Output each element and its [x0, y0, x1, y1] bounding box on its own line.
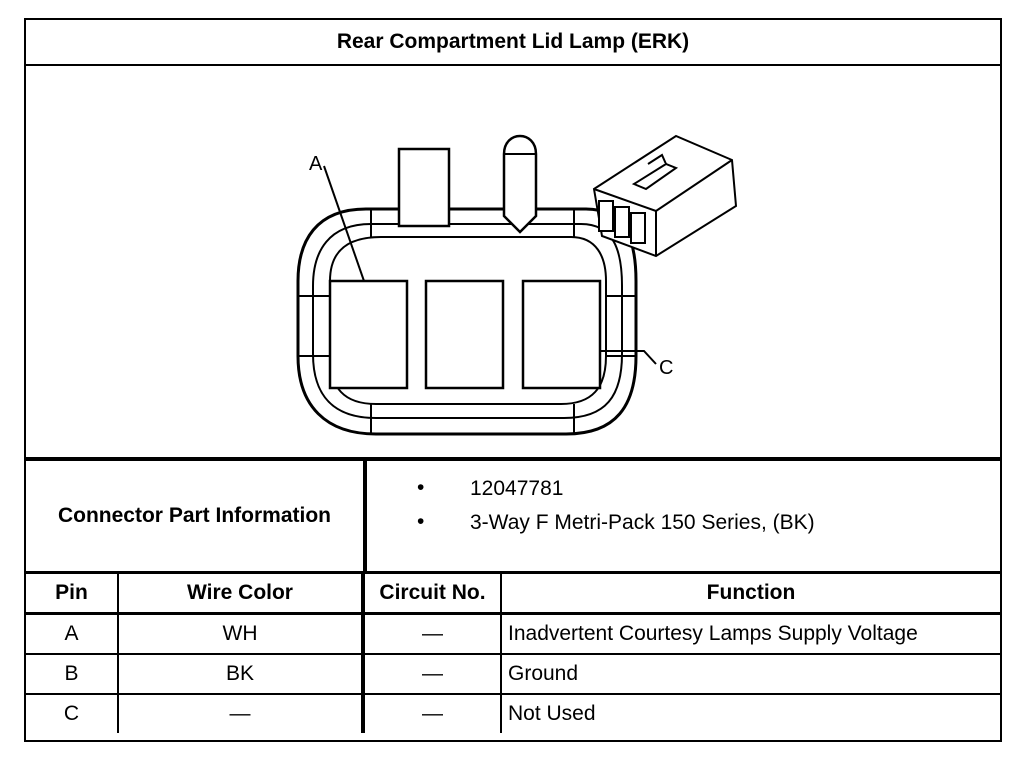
part-number: 12047781 [470, 477, 564, 500]
callout-c-label: C [659, 357, 673, 379]
table-row: C — — Not Used [26, 693, 1000, 733]
pin-cell: C [26, 693, 119, 733]
connector-info-list: • 12047781 • 3-Way F Metri-Pack 150 Seri… [367, 461, 997, 571]
header-function: Function [500, 574, 1000, 615]
latch-tab [397, 147, 451, 228]
table-row: A WH — Inadvertent Courtesy Lamps Supply… [26, 612, 1000, 655]
connector-info-label: Connector Part Information [26, 461, 367, 571]
connector-info-row: Connector Part Information • 12047781 • … [26, 457, 1000, 574]
connector-sheet: Rear Compartment Lid Lamp (ERK) [24, 18, 1002, 742]
header-wire-color: Wire Color [117, 574, 365, 615]
wire-color-cell: BK [117, 653, 365, 695]
connector-diagram: A C [26, 66, 1000, 457]
circuit-cell: — [362, 612, 502, 655]
wire-color-cell: WH [117, 612, 365, 655]
bullet-icon: • [417, 476, 425, 499]
bullet-icon: • [417, 510, 425, 533]
polarizing-key [502, 134, 538, 234]
pin-cell: A [26, 612, 119, 655]
table-row: B BK — Ground [26, 653, 1000, 695]
function-cell: Inadvertent Courtesy Lamps Supply Voltag… [500, 612, 1000, 655]
callout-c-leader [600, 350, 657, 365]
callout-a-leader [323, 165, 365, 282]
function-cell: Ground [500, 653, 1000, 695]
connector-outer-shell [296, 207, 638, 436]
callout-a-label: A [309, 153, 323, 175]
circuit-cell: — [362, 653, 502, 695]
header-circuit-no: Circuit No. [362, 574, 502, 615]
header-pin: Pin [26, 574, 119, 615]
cavity-c [521, 279, 602, 390]
function-cell: Not Used [500, 693, 1000, 733]
cavity-a [328, 279, 409, 390]
page-title: Rear Compartment Lid Lamp (ERK) [26, 20, 1000, 66]
pin-cell: B [26, 653, 119, 695]
connector-inner-shell [312, 223, 623, 419]
cavity-b [424, 279, 505, 390]
wire-color-cell: — [117, 693, 365, 733]
connector-face-drawing: A C [296, 134, 738, 436]
connector-isometric-icon [592, 134, 738, 258]
table-header-row: Pin Wire Color Circuit No. Function [26, 574, 1000, 615]
circuit-cell: — [362, 693, 502, 733]
connector-description: 3-Way F Metri-Pack 150 Series, (BK) [470, 511, 815, 534]
connector-cavity-outline [329, 236, 607, 405]
pin-table: Pin Wire Color Circuit No. Function A WH… [26, 574, 1000, 733]
